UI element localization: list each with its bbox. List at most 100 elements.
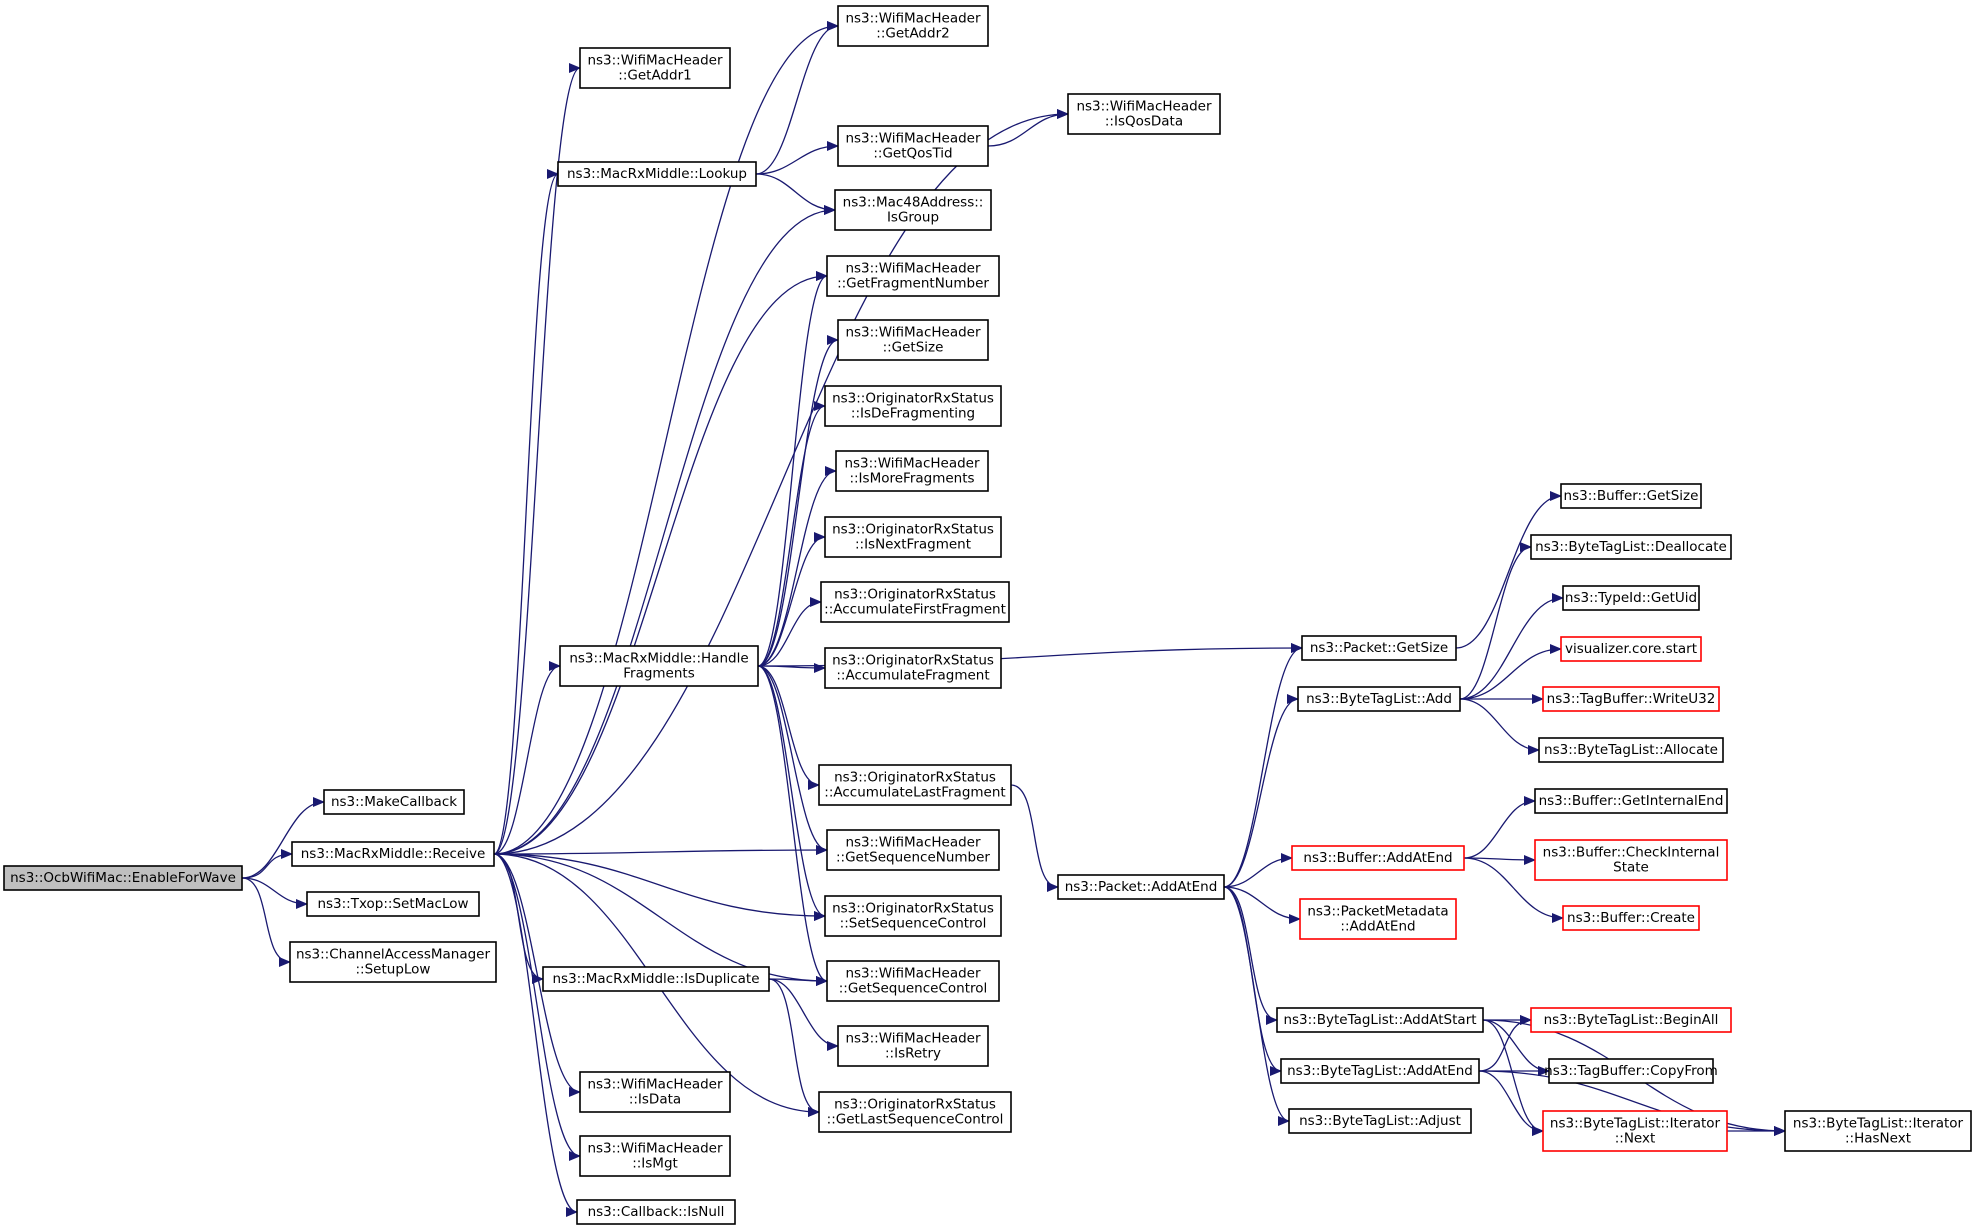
node-box — [1542, 686, 1720, 712]
node-box — [1067, 93, 1221, 135]
node-label: ns3::Buffer::CheckInternal — [1543, 845, 1720, 861]
node-pktaddatend[interactable]: ns3::Packet::AddAtEnd — [1057, 874, 1225, 900]
node-isgroup[interactable]: ns3::Mac48Address::IsGroup — [834, 189, 992, 231]
node-box — [835, 450, 989, 492]
node-btldealloc[interactable]: ns3::ByteTagList::Deallocate — [1530, 534, 1732, 560]
node-label: ns3::OriginatorRxStatus — [834, 1097, 996, 1113]
node-box — [1288, 1108, 1472, 1134]
node-pktgetsize[interactable]: ns3::Packet::GetSize — [1301, 635, 1457, 661]
node-label: ::IsData — [629, 1092, 681, 1108]
node-btlithasnext[interactable]: ns3::ByteTagList::Iterator::HasNext — [1784, 1110, 1972, 1152]
edge-receive-to-isdata — [493, 853, 581, 1097]
node-box — [1276, 1007, 1484, 1033]
node-lookup[interactable]: ns3::MacRxMiddle::Lookup — [557, 161, 757, 187]
edge-lookup-to-getaddr2 — [755, 21, 839, 175]
node-box — [824, 895, 1002, 937]
node-label: ::AccumulateLastFragment — [824, 785, 1005, 801]
node-typeidgetuid[interactable]: ns3::TypeId::GetUid — [1562, 585, 1700, 611]
node-label: ns3::WifiMacHeader — [845, 261, 981, 277]
node-label: ns3::OcbWifiMac::EnableForWave — [10, 870, 236, 886]
node-box — [3, 865, 243, 891]
edge-acclast-to-pktaddatend — [1010, 784, 1059, 892]
node-btladdatend[interactable]: ns3::ByteTagList::AddAtEnd — [1280, 1058, 1480, 1084]
edge-bufaddatend-to-bufgetintend — [1463, 796, 1536, 859]
node-label: ::IsRetry — [885, 1046, 941, 1062]
node-ismgt[interactable]: ns3::WifiMacHeader::IsMgt — [579, 1135, 731, 1177]
node-bufcreate[interactable]: ns3::Buffer::Create — [1562, 905, 1700, 931]
edge-enable-to-setmaclow — [241, 877, 308, 909]
node-getqostid[interactable]: ns3::WifiMacHeader::GetQosTid — [837, 125, 989, 167]
node-label: ns3::ByteTagList::BeginAll — [1544, 1012, 1719, 1028]
node-label: ns3::ByteTagList::AddAtStart — [1283, 1012, 1476, 1028]
node-box — [306, 891, 480, 917]
node-bufgetsize[interactable]: ns3::Buffer::GetSize — [1560, 483, 1702, 509]
node-bufgetintend[interactable]: ns3::Buffer::GetInternalEnd — [1534, 788, 1728, 814]
node-pmaddatend[interactable]: ns3::PacketMetadata::AddAtEnd — [1299, 898, 1457, 940]
node-btladjust[interactable]: ns3::ByteTagList::Adjust — [1288, 1108, 1472, 1134]
node-box — [824, 647, 1002, 689]
node-ismorefrag[interactable]: ns3::WifiMacHeader::IsMoreFragments — [835, 450, 989, 492]
node-btladd[interactable]: ns3::ByteTagList::Add — [1297, 686, 1461, 712]
node-bufaddatend[interactable]: ns3::Buffer::AddAtEnd — [1291, 845, 1465, 871]
node-box — [818, 1091, 1012, 1133]
node-label: ns3::OriginatorRxStatus — [832, 522, 994, 538]
node-setmaclow[interactable]: ns3::Txop::SetMacLow — [306, 891, 480, 917]
edge-pktgetsize-to-bufgetsize — [1455, 491, 1562, 649]
node-btladdatstart[interactable]: ns3::ByteTagList::AddAtStart — [1276, 1007, 1484, 1033]
node-box — [323, 789, 465, 815]
node-label: ::SetSequenceControl — [840, 916, 987, 932]
node-vizstart[interactable]: visualizer.core.start — [1560, 636, 1702, 662]
node-isdefrag[interactable]: ns3::OriginatorRxStatus::IsDeFragmenting — [824, 385, 1002, 427]
edge-receive-to-getfragnum — [493, 271, 828, 855]
node-isnextfrag[interactable]: ns3::OriginatorRxStatus::IsNextFragment — [824, 516, 1002, 558]
node-getlastseq[interactable]: ns3::OriginatorRxStatus::GetLastSequence… — [818, 1091, 1012, 1133]
node-isnull[interactable]: ns3::Callback::IsNull — [576, 1199, 736, 1225]
edge-btladdatend-to-btlithasnext — [1478, 1070, 1786, 1136]
node-getfragnum[interactable]: ns3::WifiMacHeader::GetFragmentNumber — [826, 255, 1000, 297]
node-accfrag[interactable]: ns3::OriginatorRxStatus::AccumulateFragm… — [824, 647, 1002, 689]
node-accfirst[interactable]: ns3::OriginatorRxStatus::AccumulateFirst… — [820, 581, 1010, 623]
edge-isdup-to-getlastseq — [768, 978, 820, 1117]
node-tbcopyfrom[interactable]: ns3::TagBuffer::CopyFrom — [1544, 1058, 1718, 1084]
node-getaddr2[interactable]: ns3::WifiMacHeader::GetAddr2 — [837, 5, 989, 47]
node-label: ns3::ByteTagList::Deallocate — [1535, 539, 1727, 555]
node-box — [1530, 534, 1732, 560]
node-label: ns3::WifiMacHeader — [845, 11, 981, 27]
node-setuplow[interactable]: ns3::ChannelAccessManager::SetupLow — [289, 941, 497, 983]
node-getseqnum[interactable]: ns3::WifiMacHeader::GetSequenceNumber — [826, 829, 1000, 871]
edge-enable-to-receive — [241, 849, 293, 879]
node-box — [1560, 483, 1702, 509]
edge-handlefrag-to-isnextfrag — [757, 532, 826, 667]
node-btlalloc[interactable]: ns3::ByteTagList::Allocate — [1538, 737, 1724, 763]
node-isdata[interactable]: ns3::WifiMacHeader::IsData — [579, 1071, 731, 1113]
node-makecb[interactable]: ns3::MakeCallback — [323, 789, 465, 815]
node-getseqctl[interactable]: ns3::WifiMacHeader::GetSequenceControl — [826, 960, 1000, 1002]
node-label: ::IsMoreFragments — [849, 471, 974, 487]
node-box — [1297, 686, 1461, 712]
node-btlitnext[interactable]: ns3::ByteTagList::Iterator::Next — [1542, 1110, 1728, 1152]
node-getsize_hdr[interactable]: ns3::WifiMacHeader::GetSize — [837, 319, 989, 361]
node-box — [837, 319, 989, 361]
node-label: ::IsNextFragment — [855, 537, 971, 553]
node-box — [559, 645, 759, 687]
node-label: ns3::WifiMacHeader — [587, 1141, 723, 1157]
node-isdup[interactable]: ns3::MacRxMiddle::IsDuplicate — [542, 966, 770, 992]
node-isretry[interactable]: ns3::WifiMacHeader::IsRetry — [837, 1025, 989, 1067]
node-box — [542, 966, 770, 992]
node-getaddr1[interactable]: ns3::WifiMacHeader::GetAddr1 — [579, 47, 731, 89]
edge-handlefrag-to-accfirst — [757, 597, 822, 667]
node-box — [837, 125, 989, 167]
node-receive[interactable]: ns3::MacRxMiddle::Receive — [291, 841, 495, 867]
node-tbwriteu32[interactable]: ns3::TagBuffer::WriteU32 — [1542, 686, 1720, 712]
edge-receive-to-getaddr2 — [493, 21, 839, 855]
node-acclast[interactable]: ns3::OriginatorRxStatus::AccumulateLastF… — [818, 764, 1012, 806]
node-isqosdata[interactable]: ns3::WifiMacHeader::IsQosData — [1067, 93, 1221, 135]
node-enable[interactable]: ns3::OcbWifiMac::EnableForWave — [3, 865, 243, 891]
node-label: ns3::WifiMacHeader — [845, 835, 981, 851]
node-label: ::GetQosTid — [873, 146, 952, 162]
node-label: ns3::MacRxMiddle::Lookup — [567, 166, 747, 182]
node-setseqctl[interactable]: ns3::OriginatorRxStatus::SetSequenceCont… — [824, 895, 1002, 937]
node-btlbeginall[interactable]: ns3::ByteTagList::BeginAll — [1530, 1007, 1732, 1033]
